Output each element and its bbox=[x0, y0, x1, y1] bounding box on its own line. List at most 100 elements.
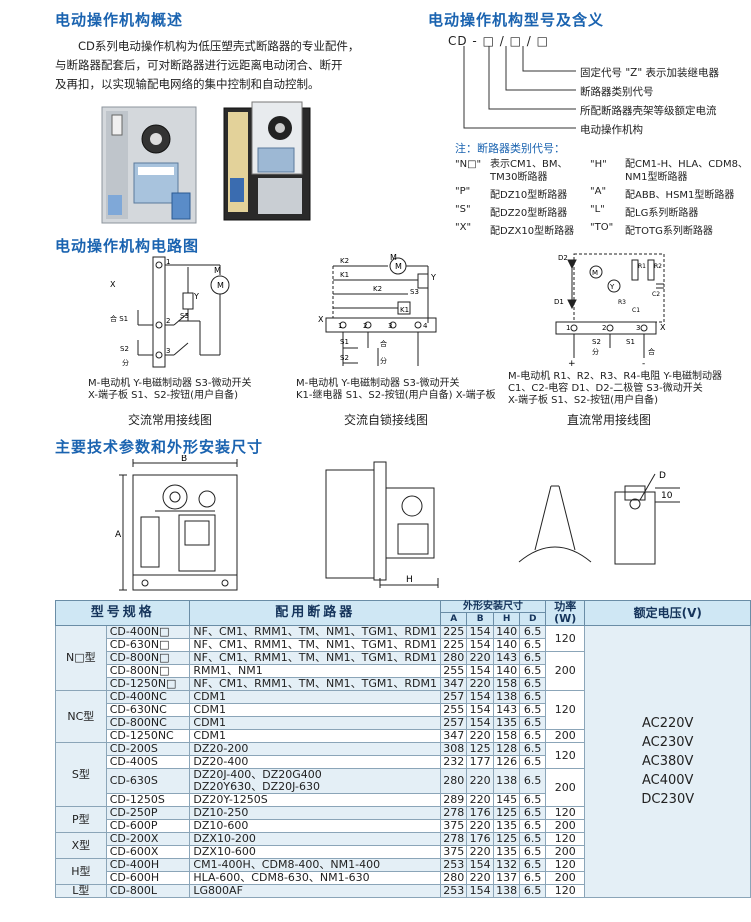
table-cell-breaker: DZX10-600 bbox=[189, 845, 442, 859]
note-desc-n: 表示CM1、BM、 TM30断路器 bbox=[490, 158, 567, 184]
table-cell-model: CD-1250NC bbox=[105, 729, 191, 743]
breaker-line: DZX10-200 bbox=[193, 832, 256, 845]
table-cell-breaker: NF、CM1、RMM1、TM、NM1、TGM1、RDM1 bbox=[189, 651, 442, 665]
voltage-item: AC380V bbox=[641, 754, 694, 769]
table-cell-h: 140 bbox=[492, 664, 521, 678]
overview-line-3: 及再扣，以实现输配电网络的集中控制和自动控制。 bbox=[55, 77, 320, 91]
model-item-3: 所配断路器壳架等级额定电流 bbox=[580, 105, 717, 117]
table-cell-b: 220 bbox=[466, 793, 494, 807]
ac2-caption: 交流自锁接线图 bbox=[344, 413, 429, 427]
dc-caption: 直流常用接线图 bbox=[567, 413, 652, 427]
breaker-line: DZ20-200 bbox=[193, 742, 249, 755]
table-cell-a: 278 bbox=[440, 832, 468, 846]
table-cell-h: 158 bbox=[492, 677, 521, 691]
side-view-drawing: H bbox=[325, 461, 439, 588]
table-cell-d: 6.5 bbox=[519, 651, 547, 665]
table-cell-h: 137 bbox=[492, 871, 521, 885]
table-cell-breaker: DZX10-200 bbox=[189, 832, 442, 846]
table-cell-h: 138 bbox=[492, 884, 521, 898]
model-code: CD - □ / □ / □ bbox=[448, 34, 549, 48]
dc-d2-label: D2 bbox=[558, 254, 568, 262]
table-cell-breaker: NF、CM1、RMM1、TM、NM1、TGM1、RDM1 bbox=[189, 677, 442, 691]
table-group-name: P型 bbox=[55, 806, 107, 833]
table-group-name: X型 bbox=[55, 832, 107, 859]
table-cell-b: 154 bbox=[466, 690, 494, 704]
table-cell-b: 154 bbox=[466, 664, 494, 678]
dc-y-label: Y bbox=[609, 283, 615, 291]
table-cell-d: 6.5 bbox=[519, 690, 547, 704]
table-cell-model: CD-600X bbox=[105, 845, 191, 859]
overview-line-2: 与断路器配套后，可对断路器进行远距离电动闭合、断开 bbox=[55, 58, 343, 72]
ac1-legend-line-1: M-电动机 Y-电磁制动器 S3-微动开关 bbox=[88, 378, 252, 389]
table-cell-b: 176 bbox=[466, 806, 494, 820]
table-cell-model: CD-1250N□ bbox=[105, 677, 191, 691]
table-cell-h: 135 bbox=[492, 819, 521, 833]
table-cell-d: 6.5 bbox=[519, 638, 547, 652]
table-cell-breaker: HLA-600、CDM8-630、NM1-630 bbox=[189, 871, 442, 885]
table-cell-b: 176 bbox=[466, 832, 494, 846]
dim-10-label: 10 bbox=[661, 491, 673, 501]
ac2-m-label: M bbox=[390, 253, 397, 262]
dim-h-label: H bbox=[406, 575, 413, 585]
voltage-item: AC220V bbox=[641, 716, 694, 731]
table-cell-model: CD-250P bbox=[105, 806, 191, 820]
ac2-k1a-label: K1 bbox=[340, 271, 349, 279]
dim-a-label: A bbox=[115, 530, 122, 540]
table-cell-breaker: DZ10-250 bbox=[189, 806, 442, 820]
front-view-drawing: B A bbox=[115, 455, 238, 591]
table-cell-d: 6.5 bbox=[519, 871, 547, 885]
breaker-line: NF、CM1、RMM1、TM、NM1、TGM1、RDM1 bbox=[193, 625, 438, 638]
table-cell-a: 255 bbox=[440, 664, 468, 678]
ac1-legend: M-电动机 Y-电磁制动器 S3-微动开关 X-端子板 S1、S2-按钮(用户自… bbox=[88, 378, 251, 402]
ac2-k2b-label: K2 bbox=[373, 285, 382, 293]
product-photo-2 bbox=[223, 101, 311, 221]
table-cell-power: 200 bbox=[545, 845, 586, 859]
note-code-n: "N□" bbox=[455, 159, 482, 170]
breaker-line: RMM1、NM1 bbox=[193, 664, 263, 677]
ac1-y-label: Y bbox=[193, 292, 199, 301]
table-cell-breaker: CDM1 bbox=[189, 716, 442, 730]
note-code-p: "P" bbox=[455, 186, 471, 197]
table-group-name: H型 bbox=[55, 858, 107, 885]
table-cell-breaker: NF、CM1、RMM1、TM、NM1、TGM1、RDM1 bbox=[189, 625, 442, 639]
ac2-n3: 3 bbox=[388, 322, 392, 330]
table-cell-model: CD-200X bbox=[105, 832, 191, 846]
table-cell-model: CD-630N□ bbox=[105, 638, 191, 652]
table-cell-breaker: RMM1、NM1 bbox=[189, 664, 442, 678]
ac2-k2a-label: K2 bbox=[340, 257, 349, 265]
ac2-s2-label: S2 bbox=[340, 354, 349, 362]
product-photo-1 bbox=[101, 106, 197, 224]
table-cell-power: 200 bbox=[545, 768, 586, 807]
table-cell-b: 220 bbox=[466, 651, 494, 665]
ac1-n2: 2 bbox=[166, 317, 170, 325]
breaker-line: DZ20Y-1250S bbox=[193, 793, 268, 806]
table-cell-h: 140 bbox=[492, 625, 521, 639]
th-voltage: 额定电压(V) bbox=[584, 600, 751, 626]
table-cell-h: 125 bbox=[492, 832, 521, 846]
th-model: 型号规格 bbox=[54, 600, 191, 626]
model-item-1: 固定代号 "Z" 表示加装继电器 bbox=[580, 67, 720, 79]
dc-c1-label: C1 bbox=[632, 307, 640, 314]
table-cell-b: 154 bbox=[466, 625, 494, 639]
ac1-x-label: X bbox=[110, 280, 116, 289]
ac1-n1: 1 bbox=[166, 258, 170, 266]
table-cell-power: 120 bbox=[545, 858, 586, 872]
ac1-n3: 3 bbox=[166, 347, 170, 355]
table-group-name: L型 bbox=[55, 884, 107, 898]
note-code-l: "L" bbox=[590, 204, 605, 215]
table-cell-power: 120 bbox=[545, 742, 586, 769]
table-cell-b: 220 bbox=[466, 871, 494, 885]
table-cell-d: 6.5 bbox=[519, 703, 547, 717]
table-cell-model: CD-400H bbox=[105, 858, 191, 872]
table-cell-a: 347 bbox=[440, 729, 468, 743]
table-cell-d: 6.5 bbox=[519, 716, 547, 730]
